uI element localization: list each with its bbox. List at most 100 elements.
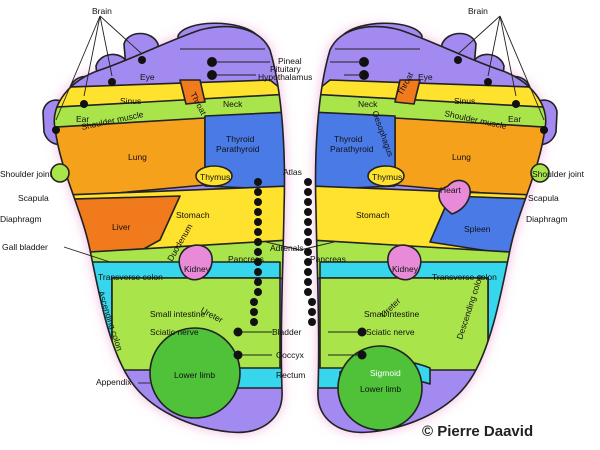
label-hypothalamus: Hypothalamus: [258, 72, 312, 82]
left-thymus-zone: [195, 165, 233, 187]
label-small-intestine-right: Small intestine: [364, 309, 420, 319]
label-gall-bladder: Gall bladder: [2, 242, 48, 252]
label-brain-right: Brain: [468, 6, 488, 16]
spine-dot: [254, 208, 262, 216]
leader-lines: [55, 15, 545, 384]
label-lung-right: Lung: [452, 152, 471, 162]
label-diaphragm-right: Diaphragm: [526, 214, 568, 224]
label-sinus-right: Sinus: [454, 96, 475, 106]
label-ear-left: Ear: [76, 114, 89, 124]
left-throat-zone: [179, 79, 206, 105]
label-pituitary: Pituitary: [270, 64, 301, 74]
spine-dot: [304, 178, 312, 186]
label-parathyroid-left: Parathyroid: [216, 144, 260, 154]
label-sinus-left: Sinus: [120, 96, 141, 106]
label-eye-left: Eye: [140, 72, 155, 82]
spine-dot: [304, 198, 312, 206]
label-coccyx: Coccyx: [276, 350, 305, 360]
spine-dot: [308, 308, 316, 316]
label-neck-left: Neck: [223, 99, 243, 109]
spine-dot: [308, 318, 316, 326]
spine-dot: [304, 288, 312, 296]
spine-dot: [254, 278, 262, 286]
label-transverse-colon-right: Transverse colon: [432, 272, 497, 282]
spine-dot: [308, 298, 316, 306]
label-transverse-colon-left: Transverse colon: [98, 272, 163, 282]
label-diaphragm-left: Diaphragm: [0, 214, 42, 224]
left-lower-limb-zone: [149, 327, 241, 419]
spine-dot: [254, 198, 262, 206]
label-kidney-left: Kidney: [184, 264, 211, 274]
spine-dot: [304, 278, 312, 286]
label-spleen: Spleen: [464, 224, 491, 234]
spine-dot: [254, 218, 262, 226]
label-small-intestine-left: Small intestine: [150, 309, 206, 319]
label-appendix: Appendix: [96, 377, 132, 387]
label-adrenals: Adrenals: [270, 243, 304, 253]
label-pancreas-left: Pancreas: [228, 254, 264, 264]
spine-dot: [250, 318, 258, 326]
label-kidney-right: Kidney: [392, 264, 419, 274]
spine-dot: [254, 268, 262, 276]
right-scapula-dot: [530, 163, 550, 183]
label-stomach-left: Stomach: [176, 210, 210, 220]
heel-dot: [233, 327, 243, 337]
label-lung-left: Lung: [128, 152, 147, 162]
label-thymus-left: Thymus: [200, 172, 230, 182]
label-lower-limb-right: Lower limb: [360, 384, 401, 394]
label-neck-right: Neck: [358, 99, 378, 109]
right-kidney: [387, 244, 422, 281]
toe-dots: [52, 56, 548, 134]
spine-dot: [254, 248, 262, 256]
spine-dot: [254, 258, 262, 266]
right-lower-limb-zone: [337, 345, 423, 431]
right-heart: [438, 179, 471, 215]
label-atlas: Atlas: [283, 167, 302, 177]
spine-dot: [254, 288, 262, 296]
label-ear-right: Ear: [508, 114, 521, 124]
label-parathyroid-right: Parathyroid: [330, 144, 374, 154]
label-thymus-right: Thymus: [372, 172, 402, 182]
label-bladder: Bladder: [272, 327, 301, 337]
right-throat-zone: [394, 79, 421, 105]
spine-dot: [304, 218, 312, 226]
label-lower-limb-left: Lower limb: [174, 370, 215, 380]
spine-dot: [304, 228, 312, 236]
spine-dot: [304, 248, 312, 256]
spine-dot: [304, 208, 312, 216]
heel-dot: [357, 350, 367, 360]
right-foot: [314, 22, 558, 434]
copyright-notice: © Pierre Daavid: [422, 423, 533, 440]
spine-dot: [304, 238, 312, 246]
spine-dot: [304, 188, 312, 196]
label-sciatic-nerve-left: Sciatic nerve: [150, 327, 199, 337]
spine-dot: [254, 238, 262, 246]
label-sciatic-nerve-right: Sciatic nerve: [366, 327, 415, 337]
label-rectum: Rectum: [276, 370, 305, 380]
spine-dot: [254, 228, 262, 236]
label-heart: Heart: [440, 185, 461, 195]
label-shoulder-joint-right: Shoulder joint: [532, 169, 585, 179]
label-pancreas-right: Pancreas: [310, 254, 346, 264]
label-pineal: Pineal: [278, 56, 302, 66]
spine-dot: [304, 268, 312, 276]
label-thyroid-left: Thyroid: [226, 134, 255, 144]
spine-dot: [250, 298, 258, 306]
label-shoulder-joint-left: Shoulder joint: [0, 169, 53, 179]
heel-dot: [357, 327, 367, 337]
spine-dot: [254, 178, 262, 186]
right-thymus-zone: [367, 165, 405, 187]
left-kidney: [178, 244, 213, 281]
spine-dot: [254, 188, 262, 196]
heel-dot: [233, 350, 243, 360]
spine-dots: [233, 178, 367, 360]
label-sigmoid: Sigmoid: [370, 368, 401, 378]
label-eye-right: Eye: [418, 72, 433, 82]
label-brain-left: Brain: [92, 6, 112, 16]
label-liver: Liver: [112, 222, 131, 232]
left-scapula-dot: [50, 163, 70, 183]
label-scapula-left: Scapula: [18, 193, 49, 203]
label-stomach-right: Stomach: [356, 210, 390, 220]
